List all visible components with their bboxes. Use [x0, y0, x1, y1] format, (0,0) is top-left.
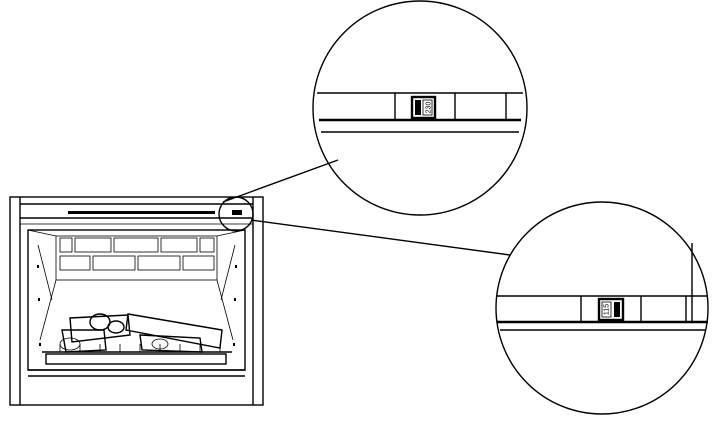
- callout-230: 230: [312, 0, 528, 216]
- side-screws: [37, 265, 237, 346]
- voltage-switch-230: 230: [410, 95, 437, 120]
- voltage-switch-location: [232, 210, 242, 215]
- grate: [42, 344, 232, 353]
- log-set: [59, 313, 223, 353]
- brick-pattern: [59, 237, 215, 271]
- voltage-label-115: 115: [603, 304, 610, 315]
- callout-115: 115: [495, 201, 709, 415]
- voltage-switch-115: 115: [597, 297, 625, 322]
- top-vent-slot: [68, 211, 215, 214]
- detail-marker: [218, 159, 511, 256]
- voltage-label-230: 230: [425, 102, 432, 114]
- fireplace-insert: [9, 196, 264, 406]
